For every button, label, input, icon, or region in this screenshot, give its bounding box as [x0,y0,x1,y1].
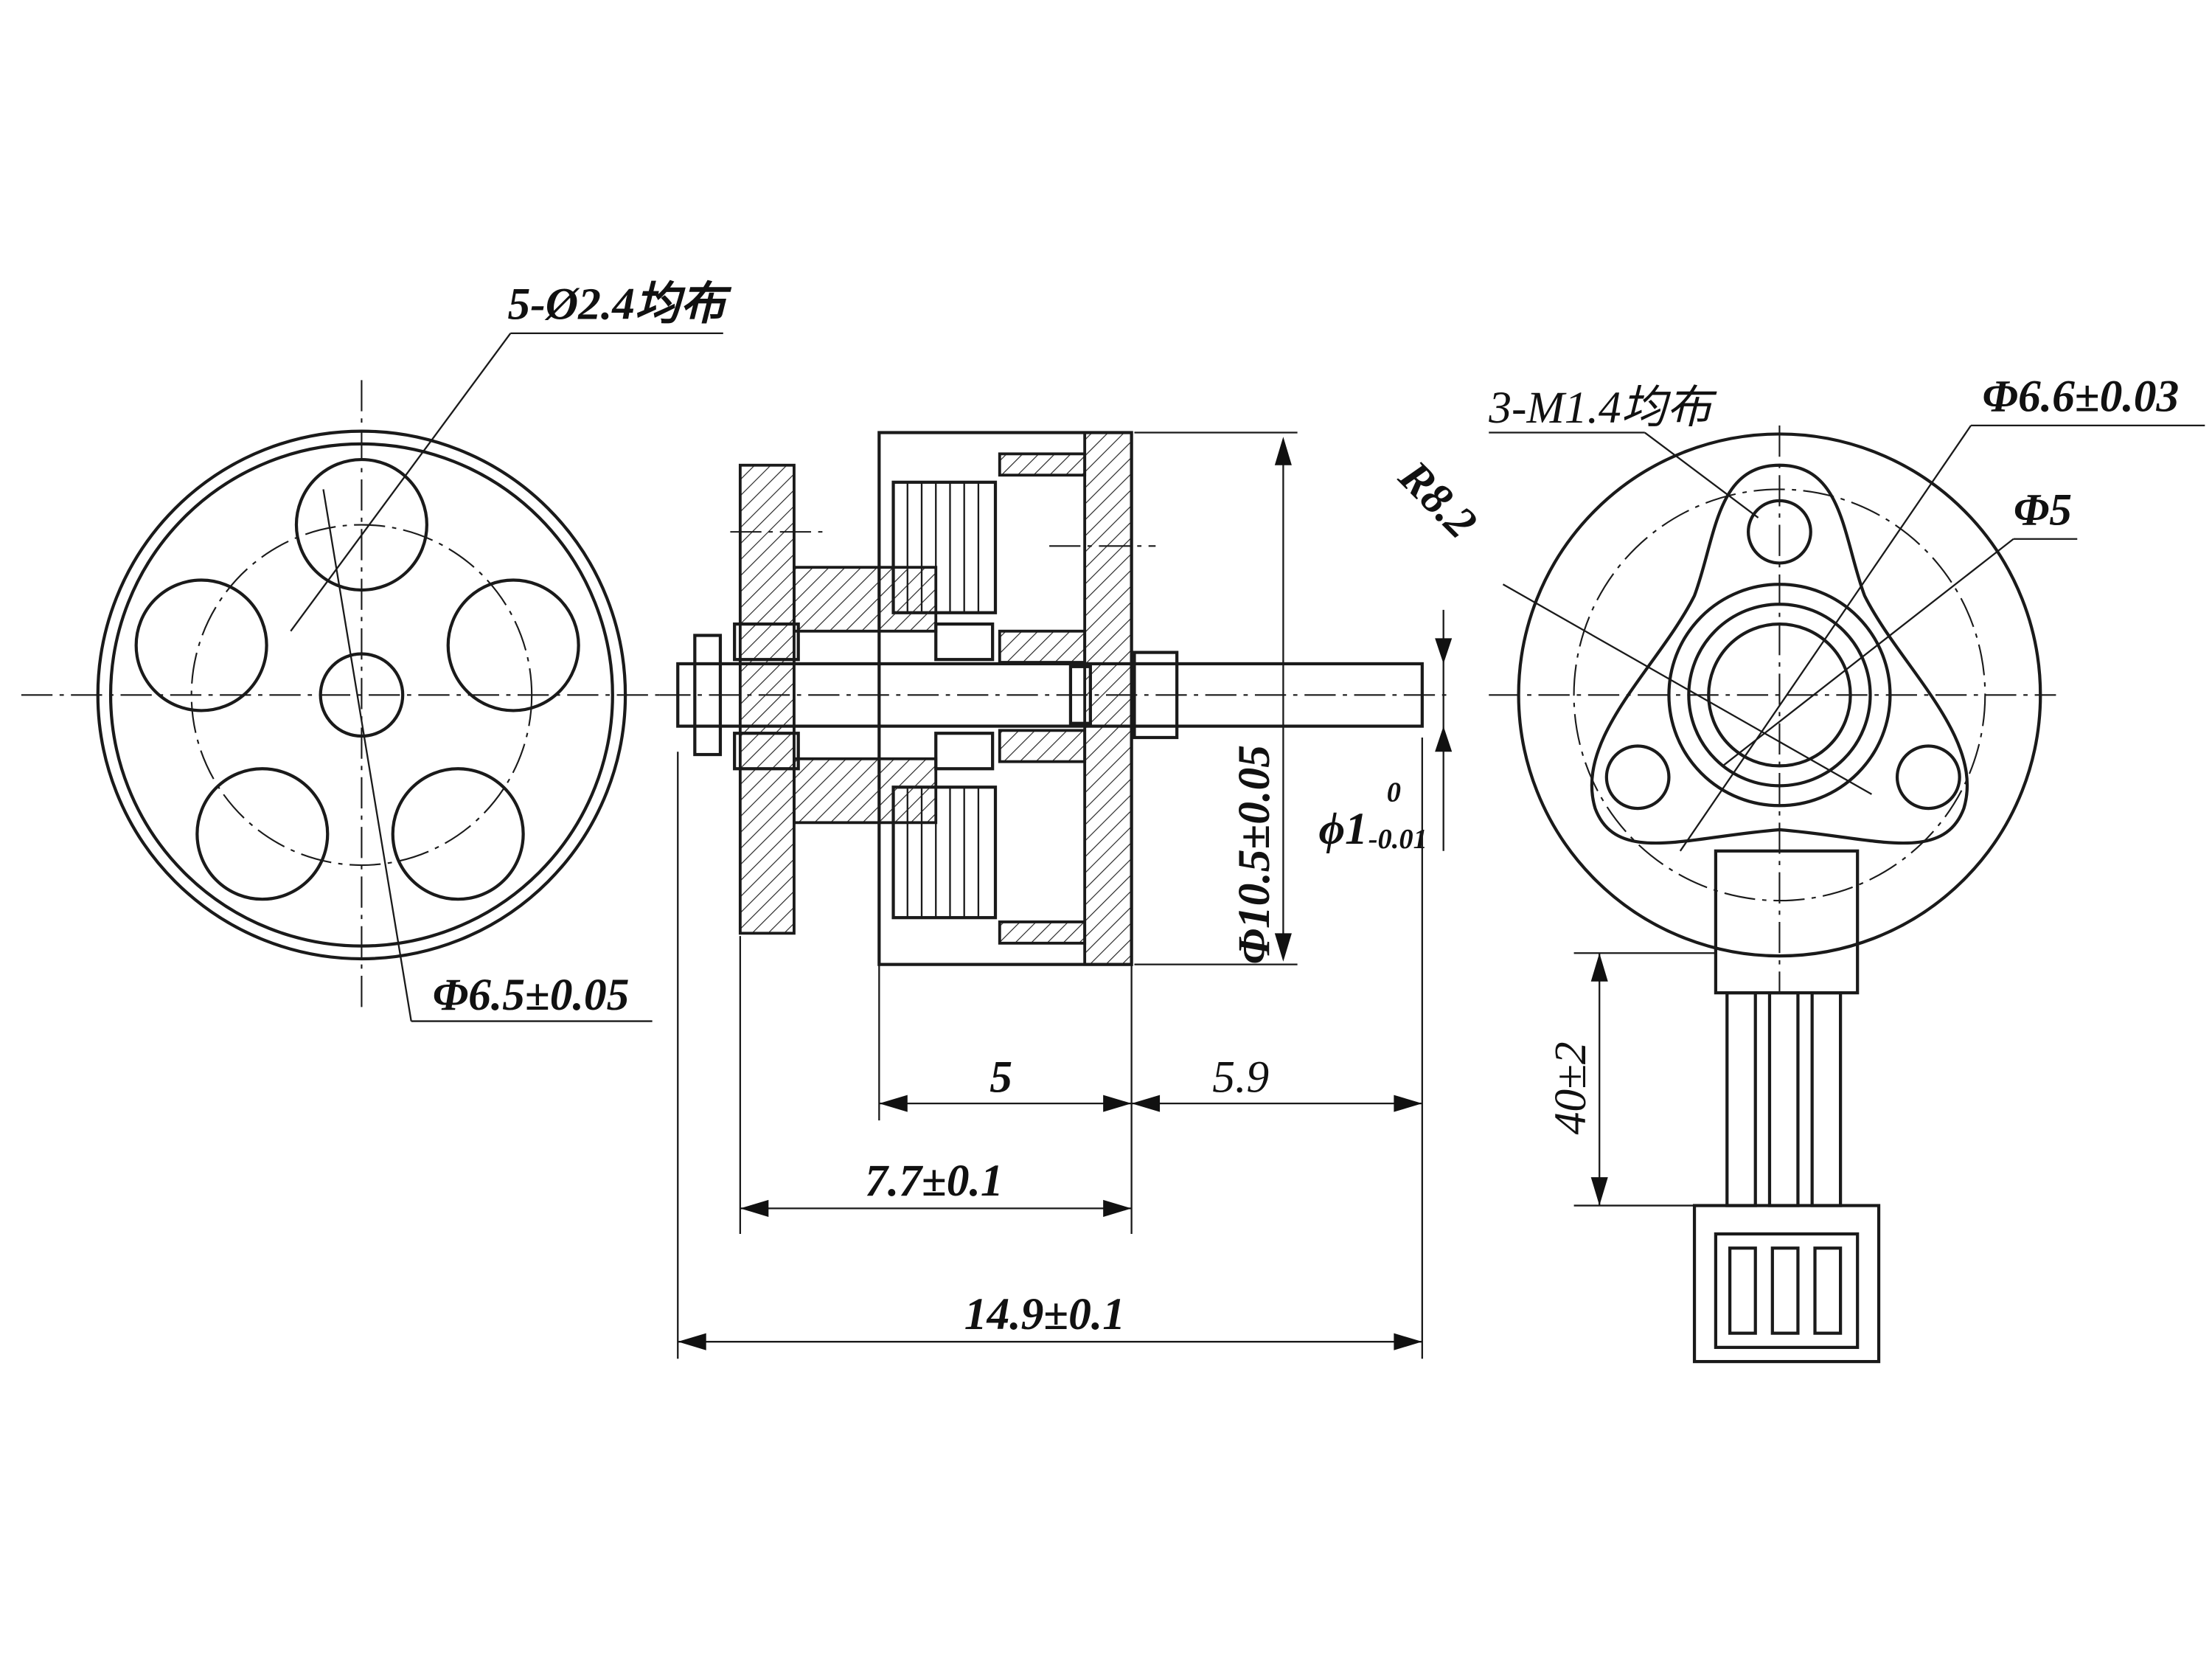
overall-length-label: 14.9±0.1 [964,1289,1125,1339]
shaft-diameter-label: ϕ1 [1318,804,1367,854]
front-view-rotor: 5-Ø2.4均布 Φ6.5±0.05 [21,280,732,1022]
boss-diameter-label: Φ6.6±0.03 [1982,372,2179,422]
hole [391,767,525,901]
hole [294,457,428,592]
mount-to-rotor-label: 7.7±0.1 [865,1156,1004,1206]
holes-label: 5-Ø2.4均布 [507,280,731,330]
shaft-tol-upper: 0 [1387,777,1401,808]
hole [446,578,580,712]
screws-label: 3-M1.4均布 [1488,383,1717,433]
hole [134,578,268,712]
side-view-dimensions: Φ10.5±0.05 ϕ1 0 -0.01 5 5.9 7.7±0.1 14.9… [677,431,1453,1359]
shaft-extension-label: 5.9 [1212,1052,1269,1103]
lead-length-label: 40±2 [1545,1041,1596,1134]
side-view-section [659,431,1447,966]
rear-view-stator: 3-M1.4均布 Φ6.6±0.03 Φ5 R8.2 40±2 [1389,372,2205,1364]
radius-label: R8.2 [1389,451,1486,548]
hole [195,767,330,901]
bore-diameter-label: Φ5 [2014,485,2072,535]
shaft-tol-lower: -0.01 [1368,824,1427,855]
rotor-diameter-label: Φ10.5±0.05 [1229,745,1279,965]
rotor-length-label: 5 [990,1052,1012,1103]
pitch-diameter-label: Φ6.5±0.05 [433,970,630,1020]
